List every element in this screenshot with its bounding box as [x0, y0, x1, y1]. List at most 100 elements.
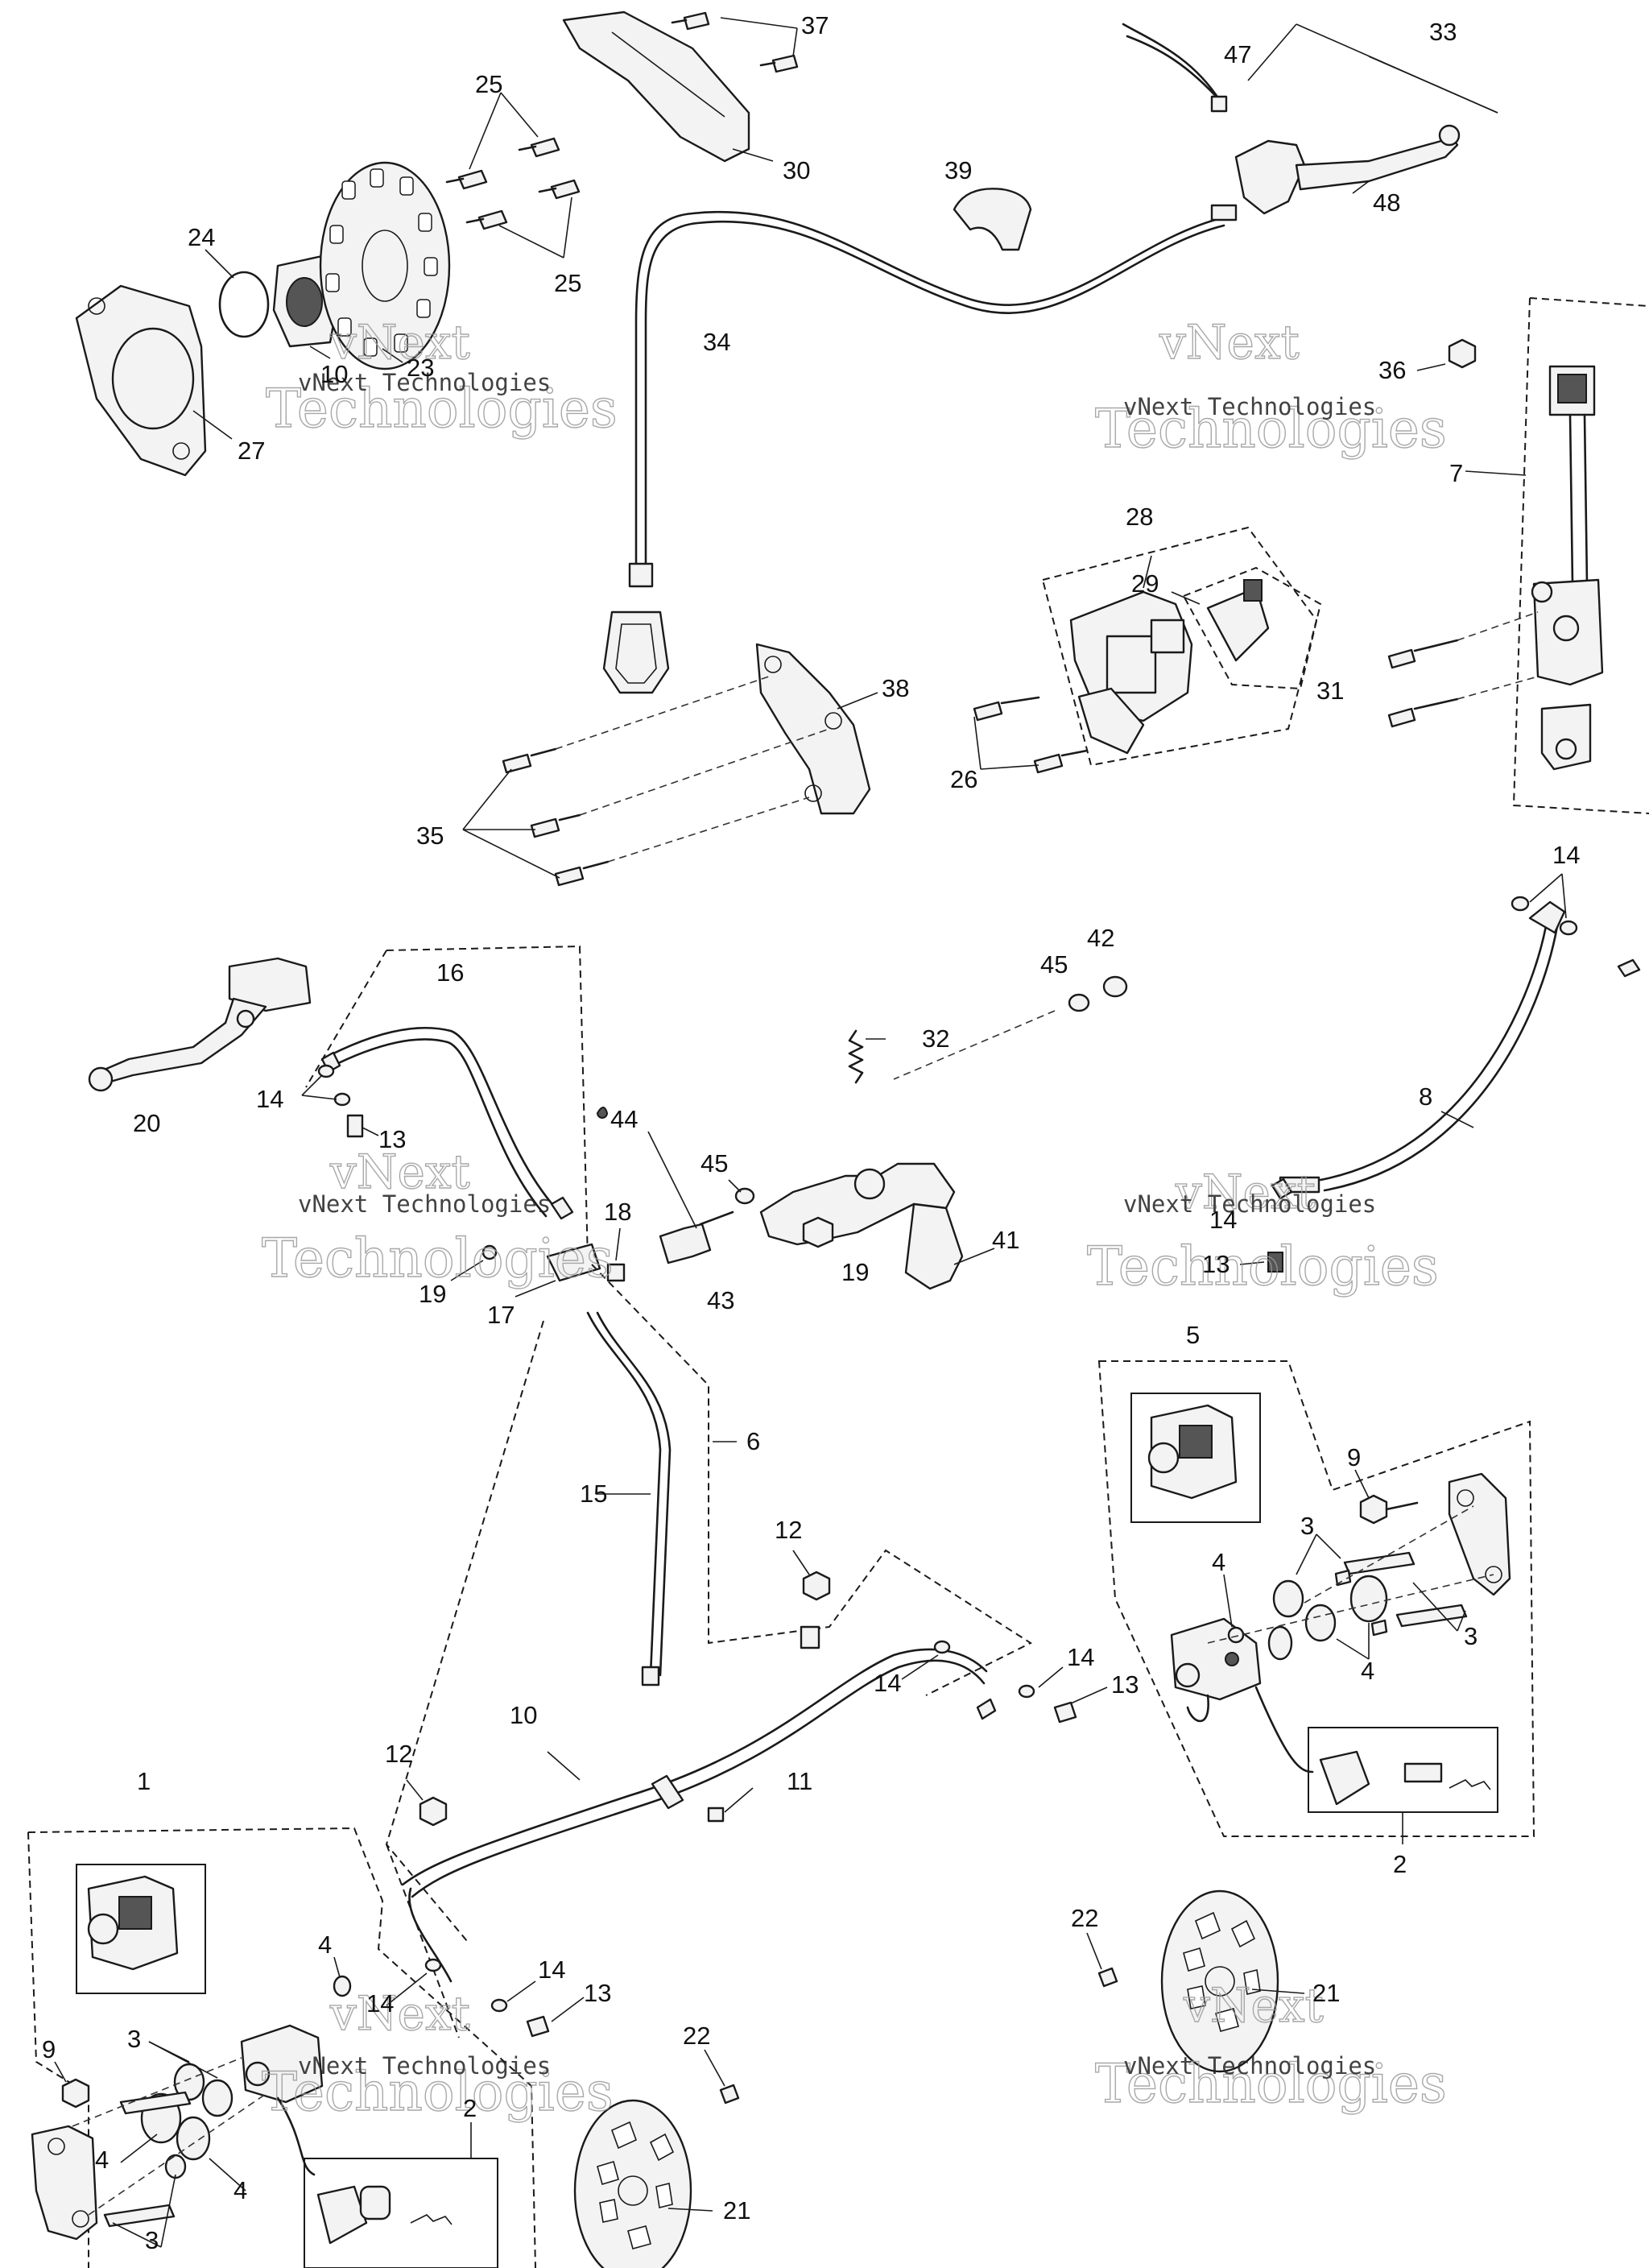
callout-12-mid: 12 [775, 1516, 802, 1544]
svg-text:vNext: vNext [1159, 315, 1300, 370]
pivot-bolt-43-nut-19 [596, 1107, 834, 1264]
callout-21-left: 21 [723, 2196, 750, 2225]
svg-text:vNext: vNext [329, 1144, 470, 1199]
caliper-assembly-28 [1041, 526, 1318, 767]
callout-23: 23 [407, 354, 434, 382]
nut-36 [1416, 338, 1477, 371]
callout-32: 32 [922, 1024, 949, 1053]
callout-labels: 37 33 47 25 30 39 48 24 25 34 10 23 36 2… [42, 11, 1580, 2254]
brake-disc-23 [319, 161, 451, 370]
callout-13-hose8: 13 [1202, 1250, 1230, 1278]
brake-cable-34 [602, 204, 1238, 694]
pistons-seals-left [72, 1956, 352, 2248]
svg-text:vNext: vNext [329, 315, 470, 370]
callout-10-line: 10 [510, 1701, 537, 1729]
callout-6: 6 [746, 1427, 760, 1455]
washers-45-42 [734, 975, 1128, 1205]
callout-3-right-top: 3 [1300, 1512, 1314, 1540]
callout-21-right: 21 [1312, 1979, 1340, 2007]
callout-30: 30 [783, 156, 810, 184]
callout-37: 37 [801, 11, 829, 39]
callout-35: 35 [416, 822, 444, 850]
callout-4-right-top: 4 [1212, 1548, 1225, 1576]
callout-20: 20 [133, 1109, 160, 1137]
clamp-39 [953, 188, 1032, 251]
callout-27: 27 [238, 437, 265, 465]
bracket-38 [755, 643, 878, 815]
callout-5: 5 [1186, 1321, 1200, 1349]
callout-14-front: 14 [256, 1085, 283, 1113]
callout-14-hose8: 14 [1209, 1206, 1237, 1234]
bolt-9-left [54, 2061, 90, 2109]
callout-17: 17 [487, 1301, 515, 1329]
callout-9-right: 9 [1347, 1443, 1361, 1471]
callout-25-bottom: 25 [554, 269, 581, 297]
caliper-screws-26 [973, 696, 1089, 774]
callout-41: 41 [992, 1226, 1019, 1254]
callout-8: 8 [1419, 1082, 1432, 1111]
caliper-bracket-left [31, 2125, 98, 2241]
pistons-seals-right [1207, 1505, 1494, 1661]
callout-3-right-bottom: 3 [1464, 1622, 1477, 1650]
callout-48: 48 [1373, 188, 1400, 217]
svg-text:vNext Technologies: vNext Technologies [298, 2052, 551, 2080]
callout-7: 7 [1449, 459, 1463, 487]
callout-33: 33 [1429, 18, 1457, 46]
tee-17-and-18-19 [450, 1227, 626, 1297]
callout-34: 34 [703, 328, 730, 356]
callout-4-right-bottom: 4 [1361, 1657, 1374, 1685]
spring-32 [848, 1029, 886, 1084]
callout-15: 15 [580, 1480, 607, 1508]
disc-bolts-25 [445, 137, 581, 230]
brake-line-10 [385, 1320, 988, 2038]
callout-47: 47 [1224, 40, 1251, 68]
callout-3-left-bottom: 3 [145, 2226, 159, 2254]
watermark: vNext Technologies vNext Technologies vN… [261, 314, 1447, 2123]
svg-text:vNext Technologies: vNext Technologies [1123, 393, 1376, 420]
callout-18: 18 [604, 1198, 631, 1226]
svg-text:Technologies: Technologies [262, 2061, 614, 2123]
brake-disc-21-right [1160, 1889, 1305, 2073]
callout-13-mid: 13 [1111, 1670, 1139, 1699]
callout-25-top: 25 [475, 70, 502, 98]
callout-2-right: 2 [1393, 1850, 1407, 1878]
callout-45-top: 45 [1040, 950, 1068, 979]
svg-text:vNext: vNext [1183, 1978, 1324, 2033]
svg-text:Technologies: Technologies [1095, 2053, 1447, 2115]
callout-9-left: 9 [42, 2035, 56, 2063]
callout-44: 44 [610, 1105, 638, 1133]
callout-12-left: 12 [385, 1740, 412, 1768]
callout-4-left-top: 4 [318, 1931, 332, 1959]
rear-brake-bracket-27 [75, 284, 207, 477]
callout-38: 38 [882, 674, 909, 702]
washers-14-front [301, 1064, 351, 1107]
svg-text:vNext Technologies: vNext Technologies [298, 1190, 551, 1218]
callout-36: 36 [1378, 356, 1406, 384]
callout-11: 11 [787, 1767, 812, 1795]
svg-text:Technologies: Technologies [1095, 398, 1447, 460]
callout-19-front: 19 [419, 1280, 446, 1308]
callout-4-left-right: 4 [234, 2176, 247, 2204]
callout-42: 42 [1087, 924, 1114, 952]
right-caliper-group-5 [1097, 1360, 1535, 1837]
washers-bolts-13-14-left [386, 1958, 585, 2038]
brake-disc-21-left [573, 2099, 713, 2268]
callout-14-mid-a: 14 [874, 1669, 901, 1697]
svg-text:vNext: vNext [329, 1986, 470, 2041]
switch-wire-47 [1122, 23, 1228, 113]
pad-kit-2-left [304, 2122, 498, 2268]
brake-pad-kit-29 [1171, 566, 1322, 690]
banjo-bolt-13-front [346, 1114, 379, 1138]
caliper-bracket-right [1448, 1472, 1511, 1596]
washers-bolts-13-14-right [901, 1640, 1108, 1724]
o-ring-24 [218, 271, 270, 338]
brake-pedal-41 [759, 1162, 995, 1290]
screw-22-right [1086, 1932, 1118, 1988]
svg-text:vNext: vNext [1175, 1165, 1316, 1219]
mounting-screws-31 [1387, 611, 1539, 728]
callout-2-left: 2 [463, 2094, 477, 2122]
rear-hose-8 [1239, 873, 1641, 1273]
bracket-screws-35 [462, 676, 830, 887]
brake-lever-48 [1234, 124, 1461, 215]
